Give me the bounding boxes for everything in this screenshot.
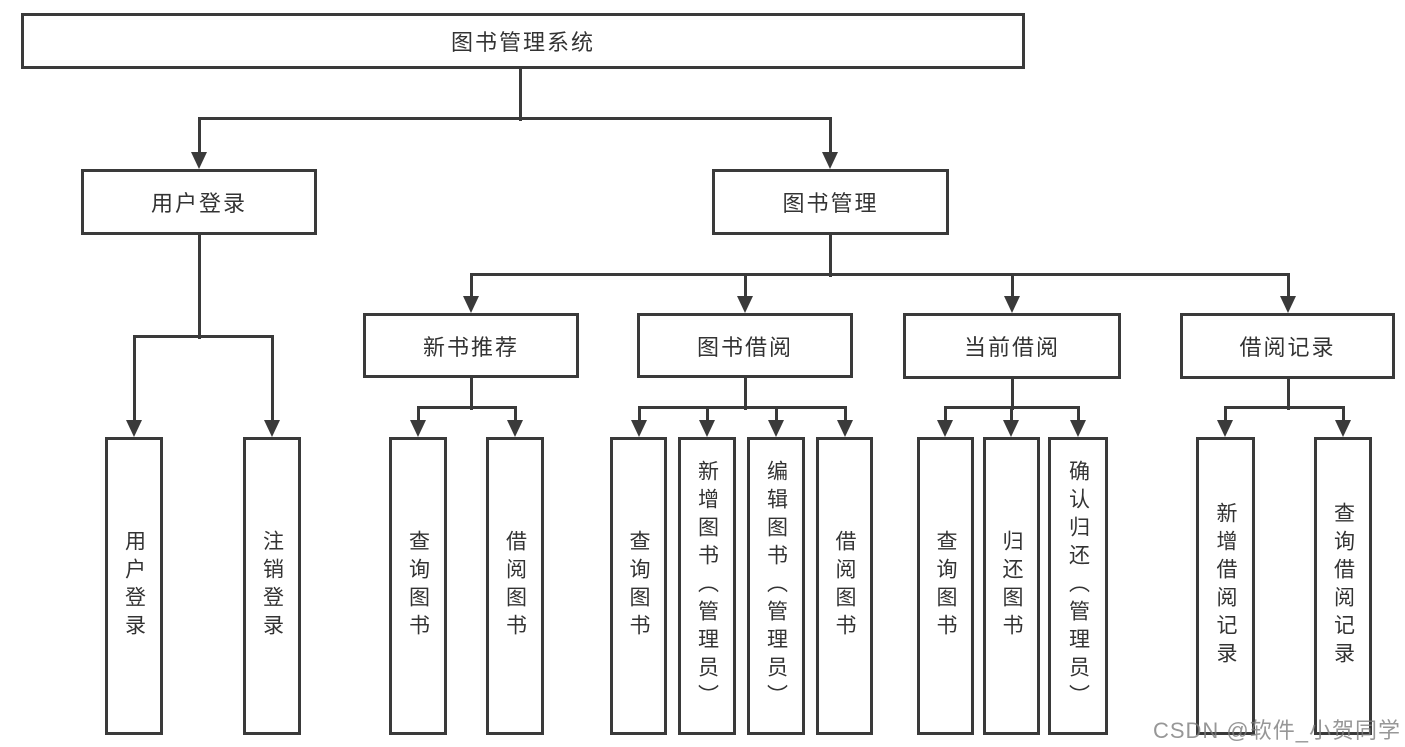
connector-vline	[828, 118, 832, 155]
connector-vline	[270, 336, 274, 423]
arrow-down-icon	[410, 420, 426, 437]
leaf-nb-query-book-label: 查询图书	[406, 530, 430, 642]
node-book-borrow: 图书借阅	[637, 313, 853, 378]
node-user-login-group: 用户登录	[81, 169, 317, 235]
arrow-down-icon	[837, 420, 853, 437]
leaf-bb-add-book-admin: 新增图书（管理员）	[678, 437, 736, 735]
node-user-login-group-label: 用户登录	[150, 191, 247, 216]
leaf-br-add-record: 新增借阅记录	[1196, 437, 1255, 735]
connector-vline	[518, 69, 522, 121]
leaf-nb-borrow-book-label: 借阅图书	[503, 530, 527, 642]
arrow-down-icon	[264, 420, 280, 437]
connector-vline	[197, 235, 201, 339]
node-book-borrow-label: 图书借阅	[696, 334, 793, 360]
leaf-cb-query-book: 查询图书	[917, 437, 974, 735]
arrow-down-icon	[1335, 420, 1351, 437]
leaf-br-add-record-label: 新增借阅记录	[1214, 502, 1237, 670]
connector-hline	[637, 405, 847, 409]
leaf-nb-borrow-book: 借阅图书	[486, 437, 544, 735]
leaf-user-login: 用户登录	[105, 437, 163, 735]
leaf-bb-edit-book-admin: 编辑图书（管理员）	[747, 437, 805, 735]
node-current-borrow: 当前借阅	[903, 313, 1121, 379]
arrow-down-icon	[1070, 420, 1086, 437]
leaf-cb-query-book-label: 查询图书	[934, 530, 957, 642]
node-system-label: 图书管理系统	[450, 30, 595, 55]
leaf-cb-confirm-admin: 确认归还（管理员）	[1048, 437, 1108, 735]
connector-vline	[513, 407, 517, 423]
connector-hline	[1223, 405, 1345, 409]
connector-vline	[469, 274, 473, 299]
connector-vline	[1076, 407, 1080, 423]
node-system: 图书管理系统	[21, 13, 1025, 69]
arrow-down-icon	[1280, 296, 1296, 313]
connector-vline	[943, 407, 947, 423]
arrow-down-icon	[768, 420, 784, 437]
arrow-down-icon	[737, 296, 753, 313]
connector-vline	[743, 274, 747, 299]
leaf-nb-query-book: 查询图书	[389, 437, 447, 735]
leaf-bb-edit-book-admin-label: 编辑图书（管理员）	[764, 460, 788, 712]
leaf-user-login-label: 用户登录	[122, 530, 146, 642]
leaf-bb-add-book-admin-label: 新增图书（管理员）	[695, 460, 719, 712]
arrow-down-icon	[1217, 420, 1233, 437]
connector-vline	[197, 118, 201, 155]
connector-vline	[1010, 274, 1014, 299]
leaf-cb-confirm-admin-label: 确认归还（管理员）	[1066, 460, 1090, 712]
leaf-br-query-record: 查询借阅记录	[1314, 437, 1372, 735]
connector-vline	[469, 378, 473, 410]
leaf-br-query-record-label: 查询借阅记录	[1331, 502, 1355, 670]
arrow-down-icon	[463, 296, 479, 313]
node-new-book-recommend-label: 新书推荐	[422, 334, 519, 360]
leaf-logout-label: 注销登录	[260, 530, 284, 642]
leaf-bb-borrow-book: 借阅图书	[816, 437, 873, 735]
connector-vline	[828, 235, 832, 277]
connector-vline	[843, 407, 847, 423]
connector-vline	[1341, 407, 1345, 423]
connector-hline	[197, 116, 832, 120]
connector-vline	[743, 378, 747, 410]
leaf-bb-query-book: 查询图书	[610, 437, 667, 735]
arrow-down-icon	[126, 420, 142, 437]
connector-vline	[774, 407, 778, 423]
node-borrow-record-label: 借阅记录	[1239, 335, 1336, 360]
connector-hline	[132, 334, 274, 338]
leaf-cb-return-book-label: 归还图书	[1000, 530, 1023, 642]
arrow-down-icon	[937, 420, 953, 437]
connector-vline	[1286, 379, 1290, 410]
connector-vline	[132, 336, 136, 423]
connector-vline	[705, 407, 709, 423]
node-new-book-recommend: 新书推荐	[363, 313, 579, 378]
connector-hline	[469, 272, 1290, 276]
leaf-logout: 注销登录	[243, 437, 301, 735]
node-book-management-label: 图书管理	[782, 191, 879, 216]
node-book-management: 图书管理	[712, 169, 949, 235]
arrow-down-icon	[822, 152, 838, 169]
connector-vline	[1009, 407, 1013, 423]
connector-vline	[416, 407, 420, 423]
node-borrow-record: 借阅记录	[1180, 313, 1395, 379]
connector-vline	[1010, 379, 1014, 410]
leaf-bb-query-book-label: 查询图书	[627, 530, 650, 642]
connector-hline	[416, 405, 517, 409]
leaf-cb-return-book: 归还图书	[983, 437, 1040, 735]
arrow-down-icon	[699, 420, 715, 437]
connector-vline	[637, 407, 641, 423]
leaf-bb-borrow-book-label: 借阅图书	[833, 530, 856, 642]
arrow-down-icon	[1004, 296, 1020, 313]
node-current-borrow-label: 当前借阅	[963, 335, 1060, 360]
arrow-down-icon	[191, 152, 207, 169]
connector-vline	[1223, 407, 1227, 423]
connector-vline	[1286, 274, 1290, 299]
connector-hline	[943, 405, 1080, 409]
arrow-down-icon	[631, 420, 647, 437]
arrow-down-icon	[507, 420, 523, 437]
watermark: CSDN @软件_小贺同学	[1152, 718, 1401, 743]
arrow-down-icon	[1003, 420, 1019, 437]
